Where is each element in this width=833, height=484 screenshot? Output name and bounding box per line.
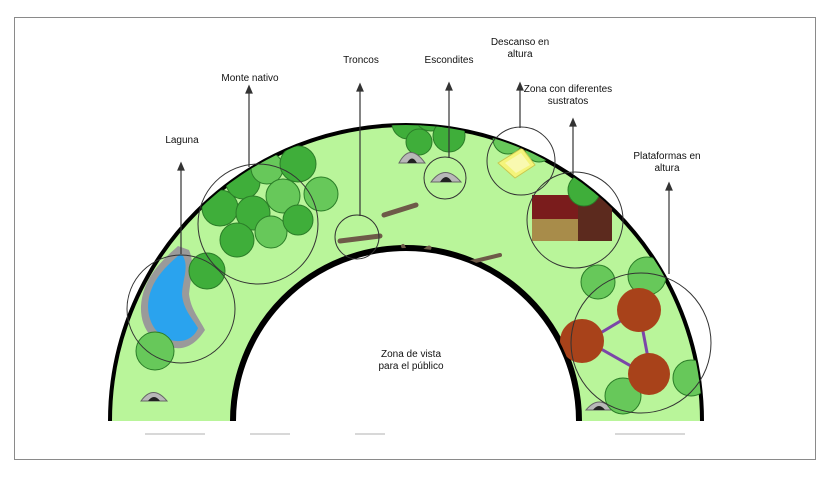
elevated-platforms [560, 256, 702, 415]
label-arrows [177, 81, 673, 274]
label-vista-line2: para el público [378, 361, 444, 372]
label-laguna: Laguna [165, 135, 199, 146]
label-troncos: Troncos [343, 55, 379, 66]
footer-remnants [145, 433, 685, 435]
label-escondites: Escondites [424, 55, 474, 66]
native-forest [135, 145, 339, 371]
label-plataformas-line2: altura [654, 163, 680, 174]
label-descanso-en-altura: Descanso en altura [483, 37, 557, 61]
label-zona-de-vista: Zona de vista para el público [366, 349, 456, 373]
label-vista-line1: Zona de vista [380, 349, 442, 360]
zone-outlines [126, 126, 712, 414]
label-sustratos-line2: sustratos [547, 96, 589, 107]
label-plataformas-line1: Plataformas en [633, 151, 701, 162]
enclosure-diagram [108, 81, 712, 435]
label-descanso-line2: altura [507, 49, 533, 60]
label-monte-nativo: Monte nativo [221, 73, 279, 84]
label-descanso-line1: Descanso en [490, 37, 550, 48]
lagoon-water [148, 254, 198, 342]
label-plataformas-en-altura: Plataformas en altura [627, 151, 707, 175]
label-sustratos-line1: Zona con diferentes [523, 84, 613, 95]
diagram-frame: Laguna Monte nativo Troncos Escondites D… [14, 17, 816, 460]
label-zona-sustratos: Zona con diferentes sustratos [513, 84, 623, 108]
